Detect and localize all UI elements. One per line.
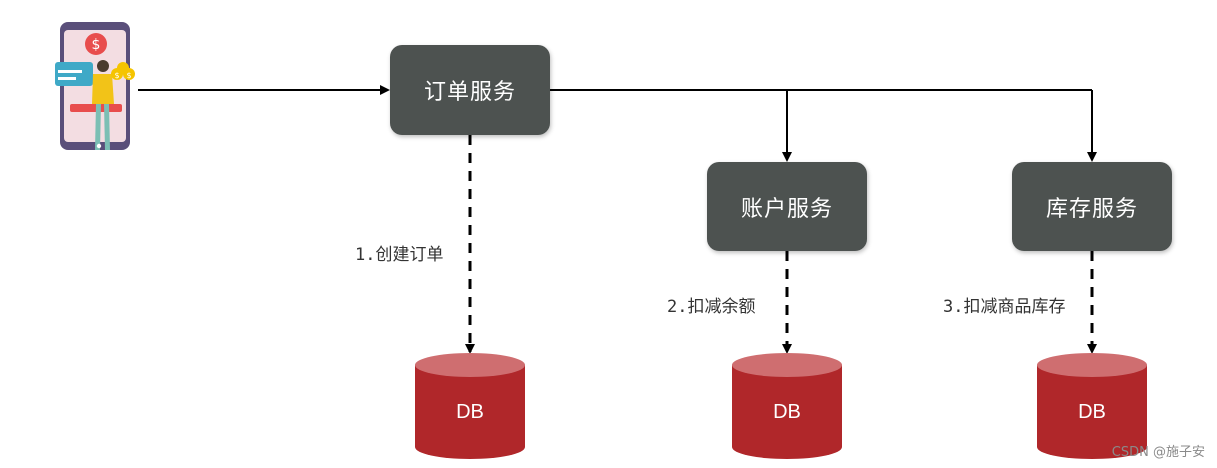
storage-service-node: 库存服务 <box>1012 162 1172 251</box>
order-database <box>415 353 525 459</box>
step-3-label: 3.扣减商品库存 <box>943 297 1066 317</box>
storage-database <box>1037 353 1147 459</box>
order-service-node: 订单服务 <box>390 45 550 135</box>
account-db-label: DB <box>773 401 801 423</box>
svg-text:$: $ <box>114 71 119 80</box>
account-database <box>732 353 842 459</box>
step-2-label: 2.扣减余额 <box>667 297 756 317</box>
storage-db-label: DB <box>1078 401 1106 423</box>
watermark: CSDN @施子安 <box>1111 445 1205 460</box>
mobile-payment-user-icon: $ $ $ <box>55 22 135 150</box>
account-service-node: 账户服务 <box>707 162 867 251</box>
step-1-label: 1.创建订单 <box>355 245 444 265</box>
svg-text:$: $ <box>126 71 131 80</box>
order-db-label: DB <box>456 401 484 423</box>
svg-text:$: $ <box>92 37 101 53</box>
